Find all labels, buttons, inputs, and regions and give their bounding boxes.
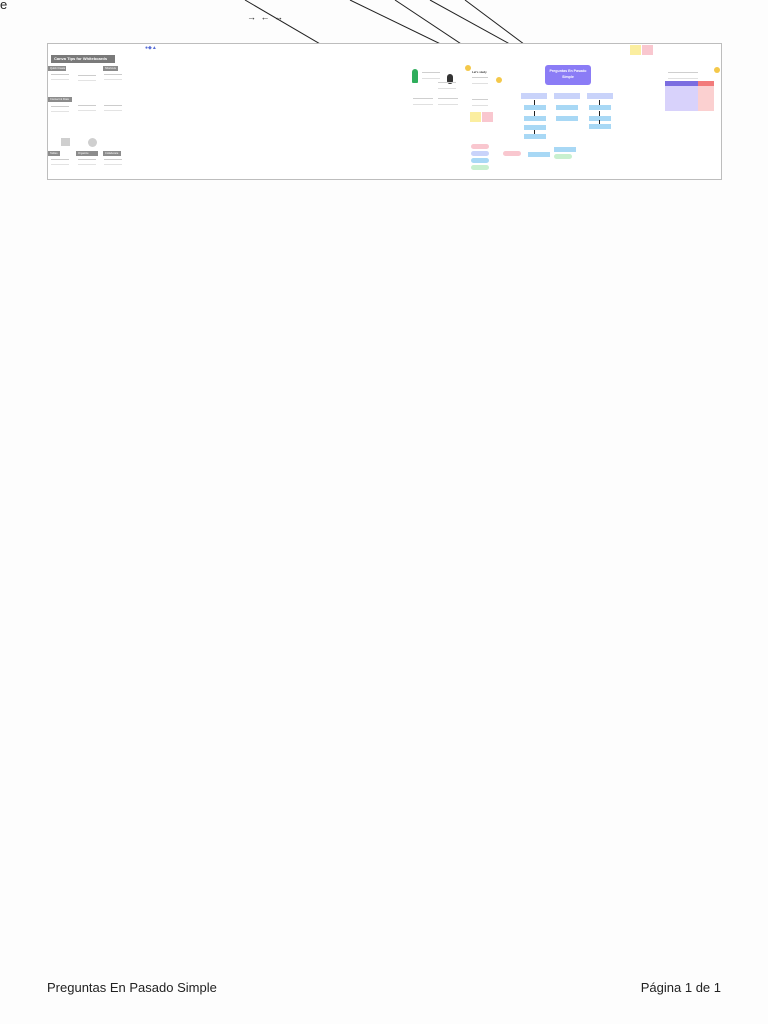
- table-cell[interactable]: [665, 96, 698, 101]
- toolbar-icons: ●◆▲: [145, 45, 157, 51]
- connector-line: [534, 130, 535, 134]
- arrow-glyphs: → ← ↔: [247, 12, 285, 22]
- flow-node[interactable]: [556, 116, 578, 121]
- whiteboard-canvas[interactable]: Canva Tips for Whiteboards Quick Create …: [47, 43, 722, 180]
- speech-bubble-text: [438, 98, 458, 105]
- example-pill[interactable]: [554, 154, 572, 159]
- title-card-heading: Let's study: [472, 70, 487, 74]
- document-title: Preguntas En Pasado Simple: [47, 980, 217, 995]
- flow-node[interactable]: [589, 116, 611, 121]
- example-pill[interactable]: [471, 165, 489, 170]
- sticky-note-yellow[interactable]: [630, 45, 641, 55]
- tip-text: [51, 74, 69, 80]
- tip-section-heading: Quick Create: [48, 66, 66, 71]
- table-caption: [668, 72, 698, 79]
- tip-text: [104, 159, 122, 165]
- title-card-text: [472, 99, 488, 106]
- table-cell[interactable]: [698, 91, 714, 96]
- table-cell[interactable]: [665, 101, 698, 106]
- flow-node[interactable]: [589, 124, 611, 129]
- flow-node[interactable]: [528, 152, 550, 157]
- table-cell[interactable]: [698, 101, 714, 106]
- table-cell[interactable]: [698, 106, 714, 111]
- connector-line: [534, 100, 535, 105]
- example-pill[interactable]: [503, 151, 521, 156]
- speech-bubble-text: [422, 72, 440, 79]
- table-cell[interactable]: [698, 86, 714, 91]
- emoji-sticker: [465, 65, 471, 71]
- tips-panel-title: Canva Tips for Whiteboards: [51, 55, 115, 63]
- speech-bubble-text: [413, 98, 433, 105]
- table-cell[interactable]: [665, 106, 698, 111]
- connector-line: [534, 111, 535, 116]
- emoji-sticker: [714, 67, 720, 73]
- tip-text: [78, 159, 96, 165]
- flow-node[interactable]: [524, 116, 546, 121]
- flow-node[interactable]: [589, 105, 611, 110]
- tip-section-heading: Collaborate: [103, 151, 121, 156]
- example-pill[interactable]: [471, 144, 489, 149]
- table-cell[interactable]: [665, 86, 698, 91]
- tip-text: [104, 74, 122, 80]
- category-node[interactable]: [554, 93, 580, 99]
- circle-shape: [88, 138, 97, 147]
- tip-section-heading: Organize: [76, 151, 98, 156]
- category-node[interactable]: [521, 93, 547, 99]
- table-header-cell: [665, 81, 698, 86]
- flow-node[interactable]: [524, 125, 546, 130]
- tip-section-heading: Connect & Draw: [48, 97, 72, 102]
- flow-node[interactable]: [554, 147, 576, 152]
- sticky-note-yellow[interactable]: [470, 112, 481, 122]
- category-node[interactable]: [587, 93, 613, 99]
- title-card-text: [472, 77, 488, 84]
- page-number: Página 1 de 1: [640, 980, 721, 995]
- tip-text: [78, 105, 96, 111]
- example-pill[interactable]: [471, 151, 489, 156]
- table-cell[interactable]: [698, 96, 714, 101]
- connector-line: [599, 111, 600, 116]
- tip-text: [104, 105, 122, 111]
- tip-text: [78, 75, 96, 81]
- person-illustration: [447, 74, 453, 84]
- sticky-note-pink[interactable]: [482, 112, 493, 122]
- emoji-sticker: [496, 77, 502, 83]
- clipped-text-fragment: e: [0, 0, 8, 12]
- example-pill[interactable]: [471, 158, 489, 163]
- tip-section-heading: Tables: [48, 151, 60, 156]
- flow-node[interactable]: [556, 105, 578, 110]
- table-cell[interactable]: [665, 91, 698, 96]
- person-illustration: [412, 69, 418, 83]
- connector-line: [599, 100, 600, 105]
- main-topic-node[interactable]: Preguntas En Pasado Simple: [545, 65, 591, 85]
- square-shape: [61, 138, 70, 146]
- connector-line: [599, 120, 600, 124]
- tip-text: [51, 106, 69, 112]
- speech-bubble-text: [438, 82, 456, 89]
- flow-node[interactable]: [524, 105, 546, 110]
- table-header-cell: [698, 81, 714, 86]
- sticky-note-pink[interactable]: [642, 45, 653, 55]
- flow-node[interactable]: [524, 134, 546, 139]
- tip-text: [51, 159, 69, 165]
- tip-section-heading: Shortcuts: [103, 66, 118, 71]
